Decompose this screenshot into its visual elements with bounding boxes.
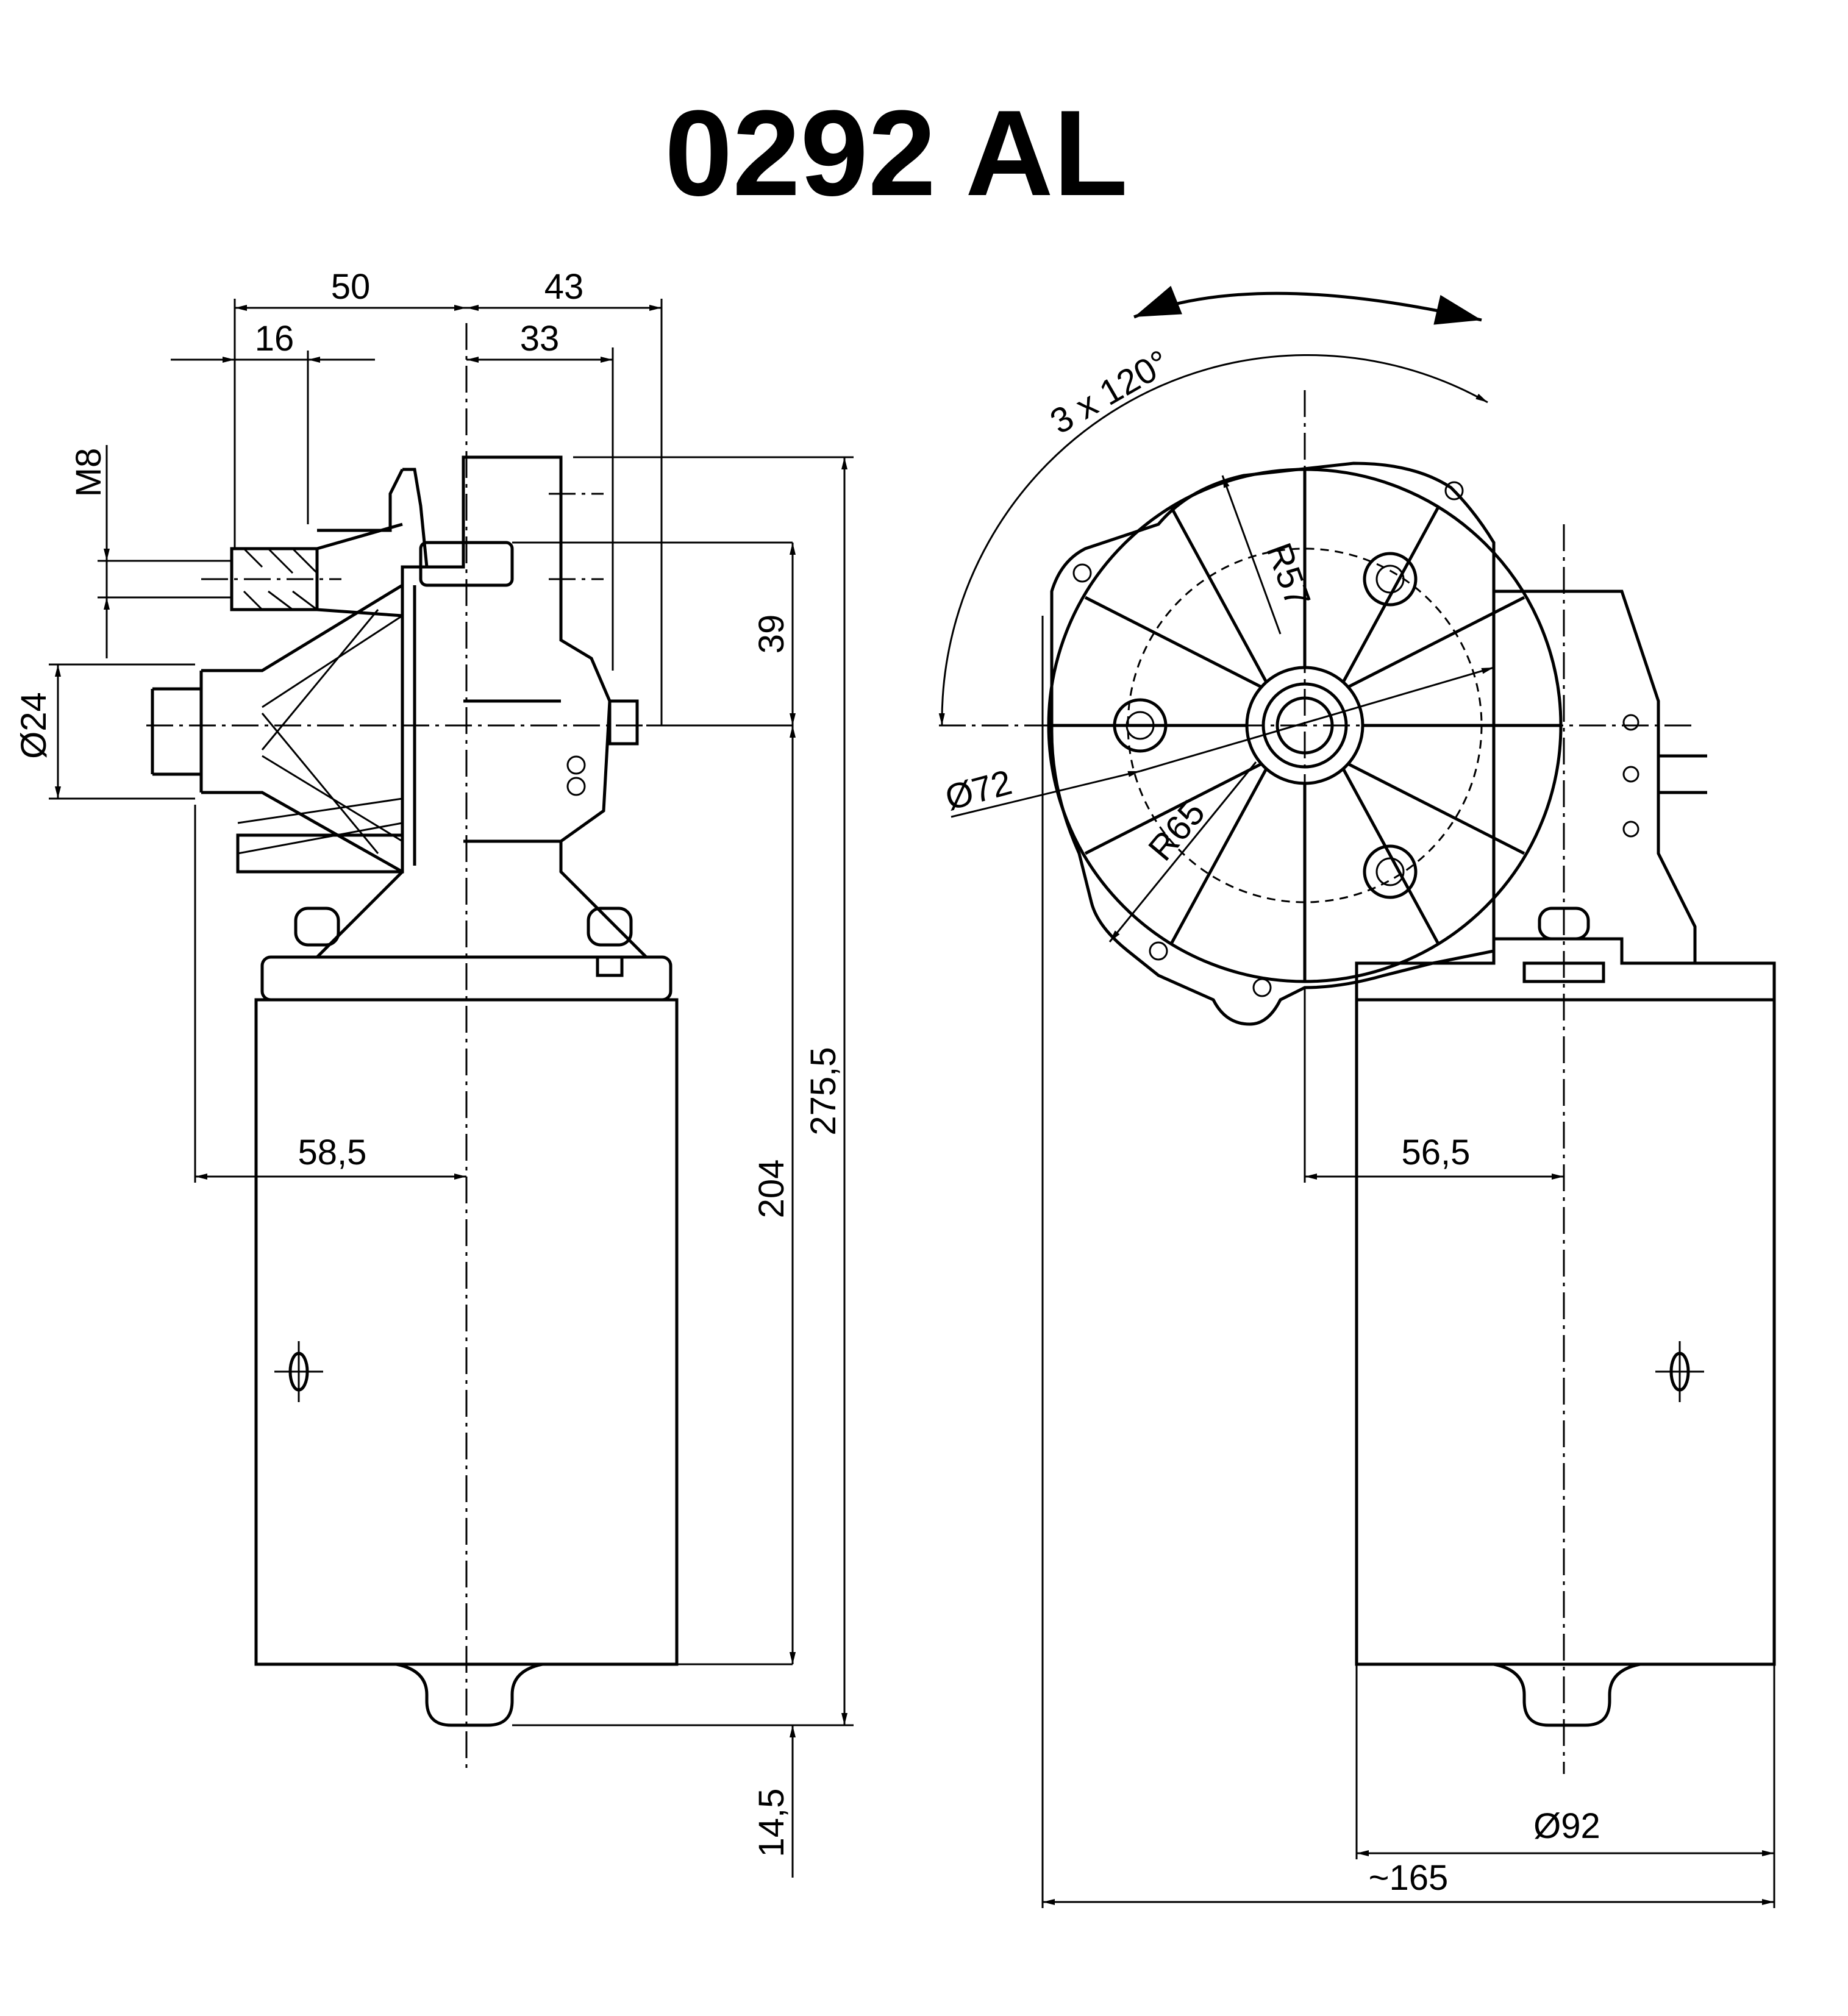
front-output-stub: [1658, 754, 1707, 794]
dim-204: 204: [752, 1159, 791, 1219]
dim-14: 14,5: [752, 1789, 791, 1857]
dim-33: 33: [520, 319, 560, 358]
ribs: [237, 609, 403, 855]
upper-hole-cl: [549, 493, 604, 580]
flange-screw-left: [294, 906, 340, 947]
dim-275: 275,5: [804, 1047, 843, 1135]
front-ext-lines: [1041, 616, 1775, 1908]
dim-r65: R65: [1141, 793, 1213, 868]
boss-bottom-hole: [1375, 857, 1405, 886]
pin-bracket: [316, 522, 403, 618]
lug-2: [1072, 563, 1092, 583]
bracket-bolt-1: [1622, 714, 1639, 731]
mount-hole-cross: [274, 1341, 323, 1402]
drawing-title: 0292 AL: [665, 85, 1128, 221]
flange-screw-right: [587, 906, 633, 947]
lower-boss: [236, 833, 404, 874]
dim-m8: M8: [69, 448, 109, 497]
connector: [596, 955, 624, 977]
terminal-1: [566, 755, 586, 775]
gearbox-body: [313, 455, 651, 959]
bracket-bolt-3: [1622, 821, 1639, 838]
dim-dia72: Ø72: [941, 763, 1016, 818]
dia72-line2: [1140, 666, 1494, 772]
front-motor-top: [1355, 937, 1776, 1000]
front-mount-cross: [1655, 1341, 1704, 1402]
front-view: 3 x 120° R57 Ø72 R65 56,5 Ø92 ~165: [938, 285, 1776, 1908]
angle-arc: [938, 354, 1488, 726]
dim-16: 16: [255, 319, 294, 358]
dia72-leader: [951, 770, 1141, 818]
pin-hatch: [243, 547, 318, 611]
threaded-pin: [230, 547, 319, 611]
dim-58: 58,5: [298, 1133, 367, 1172]
boss-bottom: [1363, 844, 1418, 899]
lug-4: [1252, 978, 1272, 997]
dim-165: ~165: [1369, 1858, 1449, 1898]
dim-dia92: Ø92: [1533, 1806, 1600, 1846]
side-view: 50 43 16 33 M8 Ø24 39 275,5 204 58,5 14,…: [14, 267, 854, 1878]
r57-leader: [1221, 475, 1282, 635]
gearbox-cover: [317, 468, 465, 569]
output-shaft: [151, 671, 203, 793]
terminal-2: [566, 777, 586, 796]
dim-43: 43: [544, 267, 584, 307]
ext-lines: [49, 299, 854, 1726]
motor-end-cap: [396, 1662, 543, 1727]
dim-angle: 3 x 120°: [1044, 343, 1176, 442]
dim-dia24: Ø24: [14, 692, 54, 759]
bracket-bolt-2: [1622, 766, 1639, 783]
dim-56: 56,5: [1402, 1133, 1471, 1172]
rear-pin: [608, 699, 639, 746]
rotation-arrow: [1133, 285, 1482, 325]
r65-leader: [1108, 761, 1257, 942]
dim-39: 39: [752, 614, 791, 654]
front-bracket: [1492, 543, 1697, 963]
lug-3: [1149, 941, 1168, 961]
dim-50: 50: [331, 267, 371, 307]
front-motor-body: [1355, 998, 1776, 1666]
front-motor-end-cap: [1493, 1662, 1641, 1727]
